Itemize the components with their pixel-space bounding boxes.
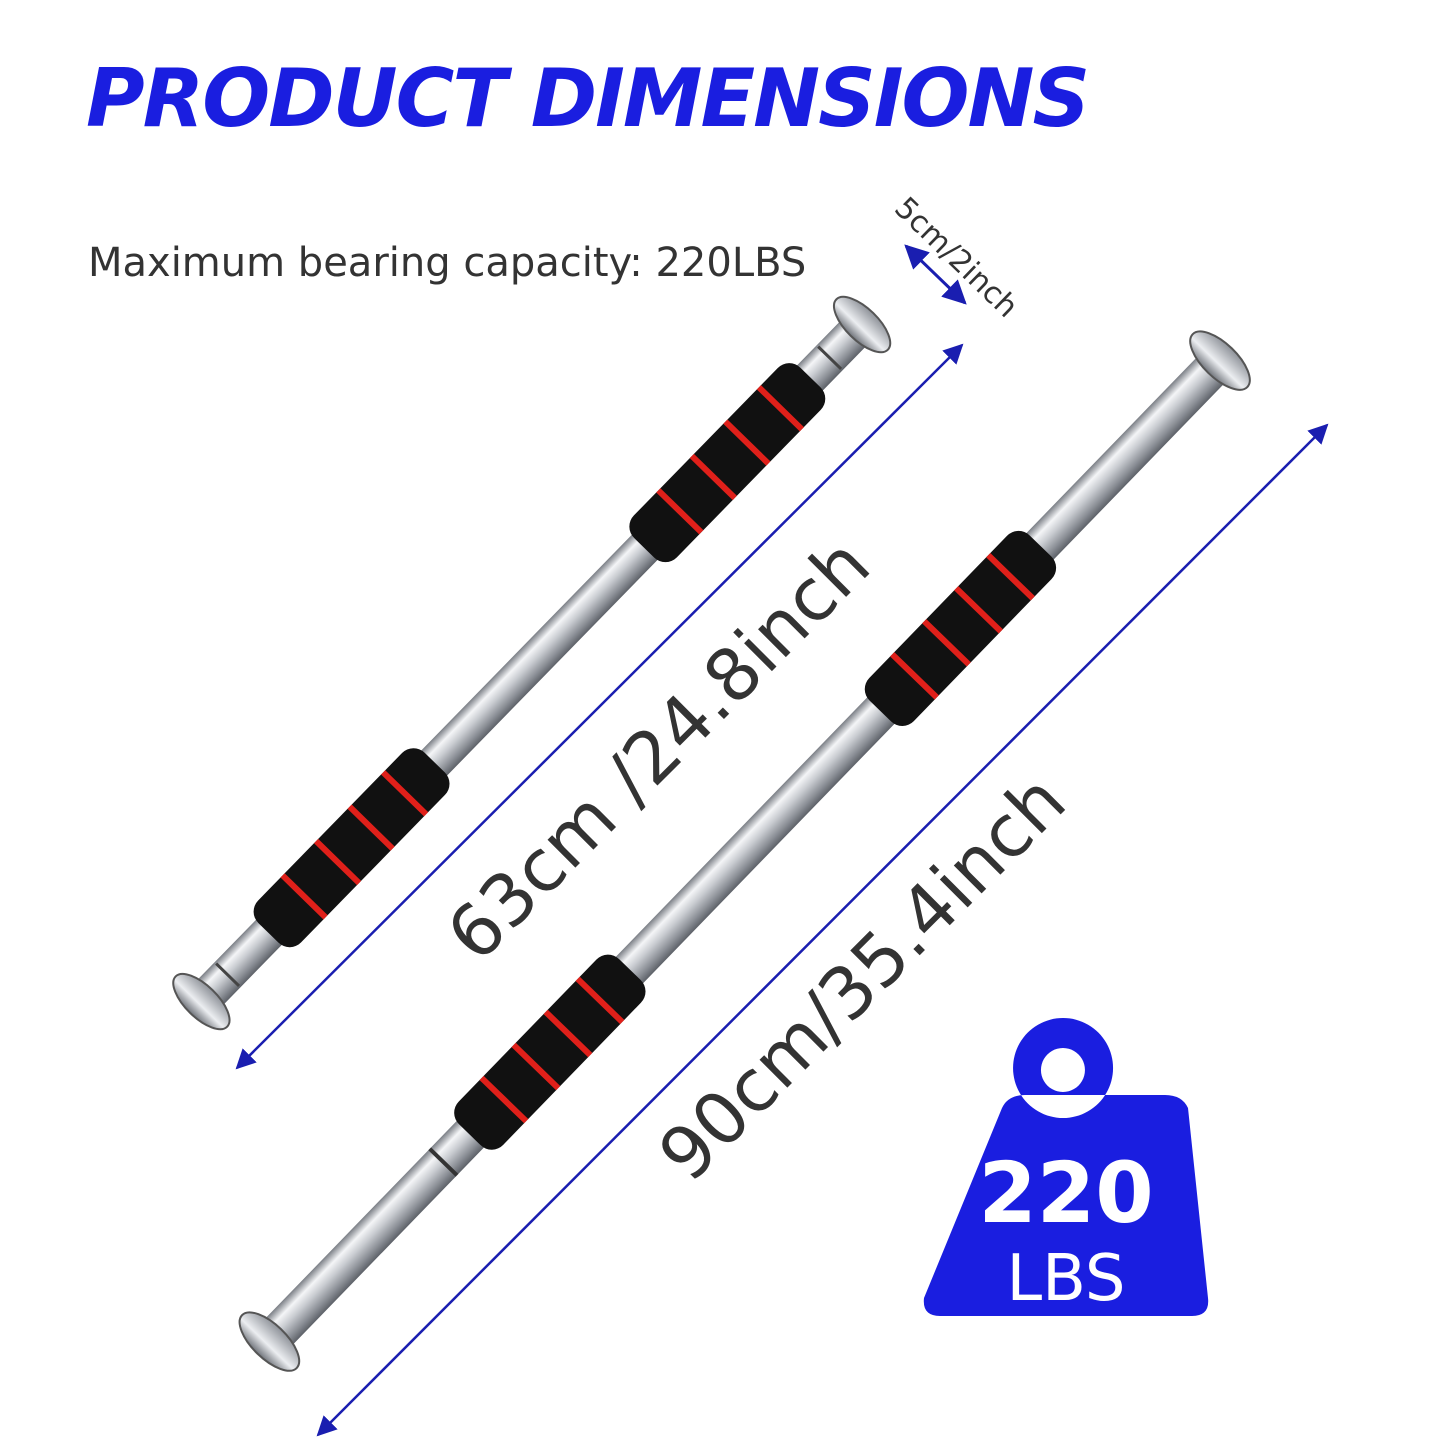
grip-left (454, 954, 646, 1150)
end-cap-left (172, 972, 231, 1031)
grip-right (864, 530, 1057, 726)
capacity-text: Maximum bearing capacity: 220LBS (88, 240, 807, 286)
tube-joint (215, 962, 241, 987)
page-title: PRODUCT DIMENSIONS (86, 52, 1090, 145)
double-arrow-icon (904, 244, 967, 305)
weight-unit: LBS (1006, 1242, 1125, 1316)
grip-right (629, 363, 826, 563)
grip-left (253, 748, 450, 948)
diameter-label: 5cm/2inch (887, 191, 1024, 325)
weight-value: 220 (978, 1144, 1153, 1242)
double-arrow-icon (316, 423, 1329, 1437)
end-cap-right (1189, 330, 1251, 391)
weight-icon: 220 LBS (923, 1018, 1209, 1316)
